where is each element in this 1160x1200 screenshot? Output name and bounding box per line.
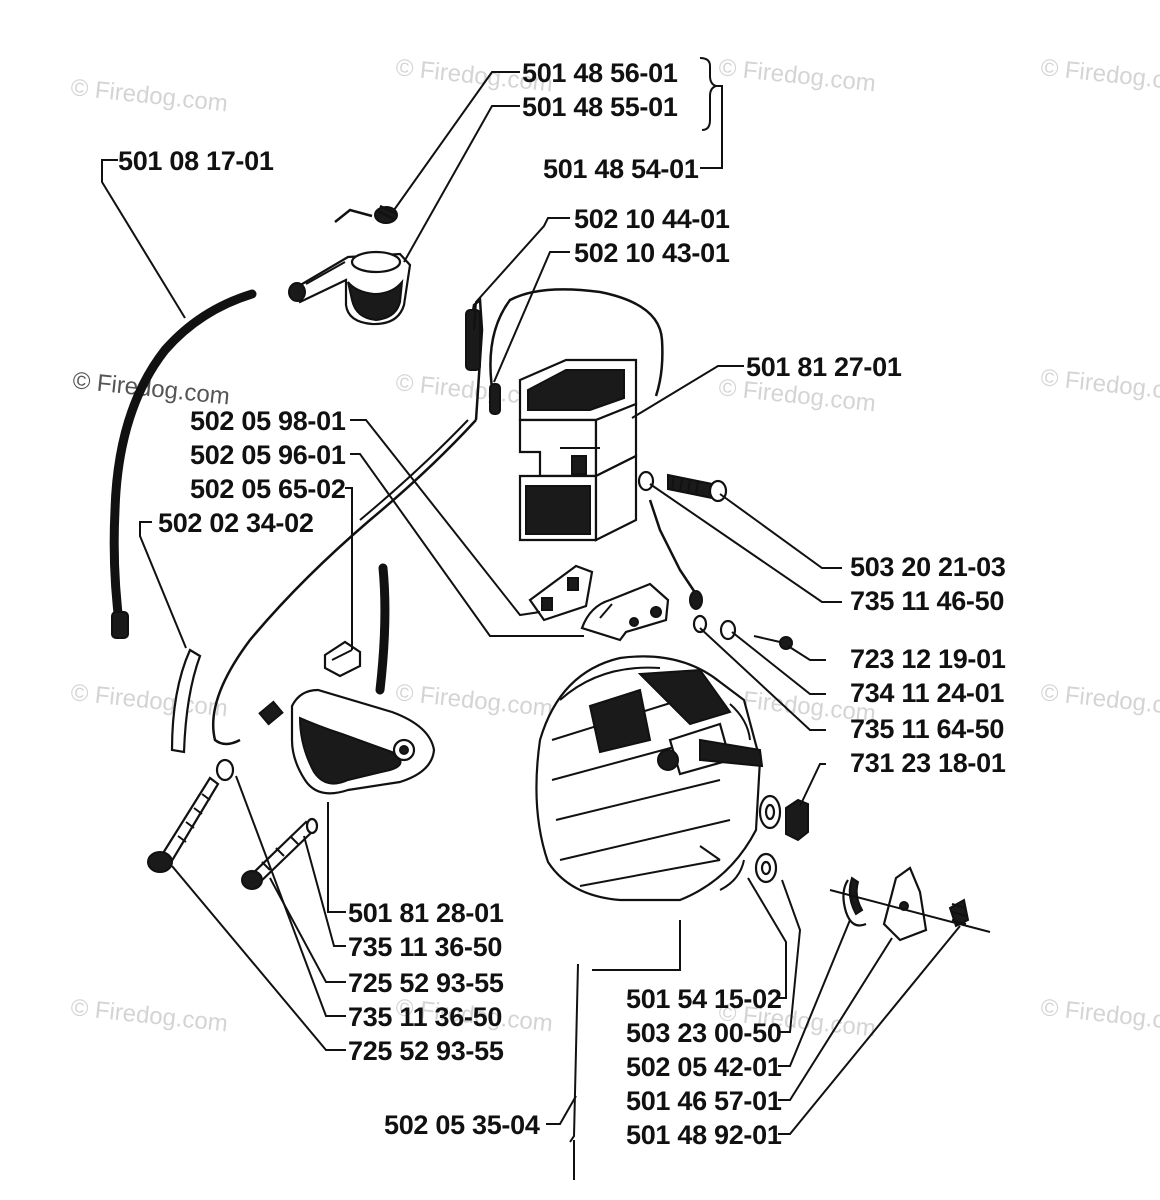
part-number: 503 23 00-50 xyxy=(626,1018,782,1048)
watermark: © Firedog.com xyxy=(1039,679,1160,722)
part-number: 501 54 15-02 xyxy=(626,984,782,1014)
boot-part xyxy=(323,640,362,678)
part-number-labels: 501 48 56-01 501 48 55-01 501 48 54-01 5… xyxy=(118,58,1006,1150)
part-number: 725 52 93-55 xyxy=(348,1036,504,1066)
part-number: 735 11 36-50 xyxy=(348,1002,502,1032)
part-number: 501 48 54-01 xyxy=(543,154,699,184)
watermark: © Firedog.com xyxy=(1039,54,1160,97)
ground-cable-part xyxy=(648,499,703,610)
cable-piece-part xyxy=(375,563,390,695)
bracket-part xyxy=(528,564,594,622)
lower-screws-part xyxy=(147,758,319,890)
part-number: 501 08 17-01 xyxy=(118,146,274,176)
part-number: 502 05 98-01 xyxy=(190,406,346,436)
switch-plate-part xyxy=(580,582,670,642)
watermark: © Firedog.com xyxy=(69,994,229,1037)
flywheel-part xyxy=(535,655,764,902)
flywheel-nut-part xyxy=(754,794,809,884)
part-number: 735 11 64-50 xyxy=(850,714,1004,744)
watermark: © Firedog.com xyxy=(1039,364,1160,407)
part-number: 502 05 96-01 xyxy=(190,440,346,470)
watermark: © Firedog.com xyxy=(69,74,229,117)
part-number: 502 10 44-01 xyxy=(574,204,730,234)
ignition-coil-part xyxy=(290,688,436,795)
part-number: 735 11 36-50 xyxy=(348,932,502,962)
starter-pawl-parts xyxy=(829,866,991,942)
part-number: 501 81 27-01 xyxy=(746,352,902,382)
part-number: 501 48 55-01 xyxy=(522,92,678,122)
part-number: 723 12 19-01 xyxy=(850,644,1006,674)
screw-part xyxy=(637,470,728,503)
watermark: © Firedog.com xyxy=(717,54,877,97)
part-number: 734 11 24-01 xyxy=(850,678,1004,708)
part-number: 735 11 46-50 xyxy=(850,586,1004,616)
part-number: 731 23 18-01 xyxy=(850,748,1006,778)
part-number: 501 46 57-01 xyxy=(626,1086,782,1116)
sleeve-part xyxy=(170,648,202,754)
washer-row-part xyxy=(692,614,793,650)
part-number: 502 05 65-02 xyxy=(190,474,346,504)
watermark: © Firedog.com xyxy=(1039,994,1160,1037)
part-number: 501 48 92-01 xyxy=(626,1120,782,1150)
ignition-module-part xyxy=(489,288,664,542)
ignition-lead-part xyxy=(109,289,257,639)
part-drawings xyxy=(109,204,991,942)
part-number: 502 05 42-01 xyxy=(626,1052,782,1082)
part-number: 501 81 28-01 xyxy=(348,898,504,928)
watermark: © Firedog.com xyxy=(394,679,554,722)
spring-part xyxy=(334,204,398,224)
spark-plug-cap-part xyxy=(288,250,412,326)
watermark: © Firedog.com xyxy=(69,679,229,722)
part-number: 502 10 43-01 xyxy=(574,238,730,268)
part-number: 502 02 34-02 xyxy=(158,508,314,538)
part-number: 503 20 21-03 xyxy=(850,552,1006,582)
part-number: 725 52 93-55 xyxy=(348,968,504,998)
leader-lines xyxy=(101,57,961,1180)
part-number: 501 48 56-01 xyxy=(522,58,678,88)
part-number: 502 05 35-04 xyxy=(384,1110,540,1140)
